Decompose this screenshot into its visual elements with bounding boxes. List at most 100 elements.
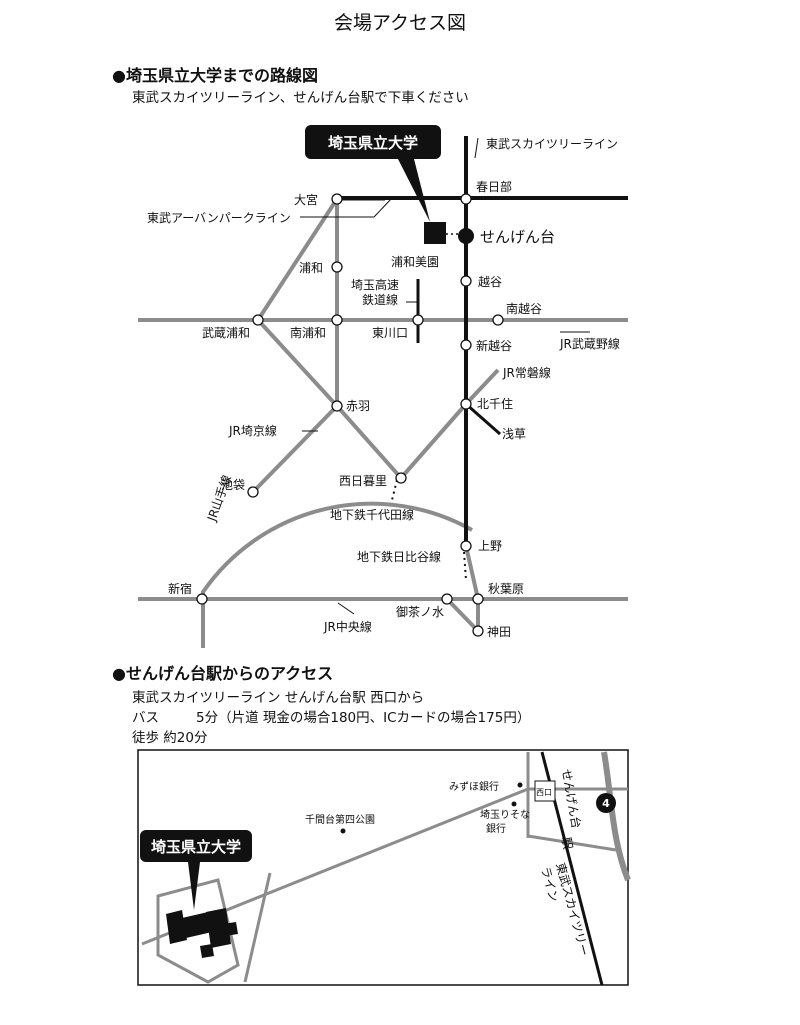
label-nishi-nippori: 西日暮里 [339,474,387,488]
mizuho-bank-marker [517,782,523,788]
campus-outline [156,878,240,984]
station-koshigaya [460,275,472,287]
mizuho-bank-label: みずほ銀行 [449,780,499,793]
page-title: 会場アクセス図 [333,12,467,34]
park-label: 千間台第四公園 [305,813,375,826]
station-road [527,834,617,852]
label-shin-koshigaya: 新越谷 [476,338,512,353]
route-section-heading: ●埼玉県立大学までの路線図 [112,66,318,85]
station-musashi-urawa [252,314,264,326]
saikyo-lower-line [251,404,339,494]
west-exit-label: 西口 [536,788,552,797]
local-university-pointer [188,862,200,910]
campus-road [243,872,272,983]
station-ochanomizu [441,593,453,605]
nishinippori-kitasenju [399,402,468,480]
resona-bank-label-1: 埼玉りそな [480,808,530,821]
musashi-urawa-akabane [256,318,339,408]
building-c [206,908,231,948]
building-a [166,910,187,944]
label-jr-saikyo: JR埼京線 [228,423,277,438]
building-b [182,912,212,938]
label-sengendai: せんげん台 [480,228,555,246]
access-walk: 徒歩 約20分 [132,730,208,746]
station-kanda [472,625,484,637]
label-akihabara: 秋葉原 [488,582,524,596]
label-minami-urawa: 南浦和 [290,325,326,340]
label-ueno: 上野 [478,539,502,553]
label-jr-musashino: JR武蔵野線 [559,336,620,351]
label-tobu-urban-park: 東武アーバンパークライン [147,211,291,225]
label-omiya: 大宮 [294,192,318,207]
station-minami-koshigaya [492,314,504,326]
label-akabane: 赤羽 [346,399,370,413]
university-badge-label: 埼玉県立大学 [328,134,418,152]
route4-number: 4 [602,797,610,810]
label-subway-chiyoda: 地下鉄千代田線 [330,507,414,522]
ochanomizu-kanda [445,597,480,633]
ueno-akihabara [464,545,480,600]
label-urawa: 浦和 [299,261,323,275]
skytree-leader [474,137,479,159]
label-saitama-rapid-2: 鉄道線 [362,292,398,307]
label-shinjuku: 新宿 [168,581,192,596]
urban-park-leader-d [373,197,393,218]
label-higashi-kawaguchi: 東川口 [372,326,408,340]
station-urawa [331,261,343,273]
label-jr-joban: JR常磐線 [502,365,551,380]
station-shin-koshigaya [460,339,472,351]
label-musashi-urawa: 武蔵浦和 [202,326,250,340]
label-minami-koshigaya: 南越谷 [506,301,542,316]
leader-lines [300,137,590,615]
station-shinjuku [196,593,208,605]
label-koshigaya: 越谷 [478,275,502,289]
local-university-badge [140,830,252,862]
access-section-heading: ●せんげん台駅からのアクセス [112,664,334,683]
label-kita-senju: 北千住 [477,397,513,411]
yamanote-line [201,501,473,648]
gray-rail-lines [138,197,628,648]
university-badge [305,125,441,159]
university-buildings [166,908,238,958]
label-asakusa: 浅草 [502,427,526,441]
joban-line [464,368,500,406]
route4-road [601,751,631,882]
saikyo-upper-line [256,197,339,322]
label-tobu-skytree: 東武スカイツリーライン [486,137,618,151]
sengendai-station-building [534,780,556,802]
building-d [223,922,238,936]
local-station-label-2: 駅 [559,836,575,850]
station-akabane [331,400,343,412]
access-bus-label: バス [132,710,159,726]
label-jr-chuo: JR中央線 [323,619,372,634]
label-kasukabe: 春日部 [476,179,512,194]
route-section-subtitle: 東武スカイツリーライン、せんげん台駅で下車ください [132,90,469,106]
station-markers [196,193,504,637]
label-kanda: 神田 [487,625,511,639]
label-ikebukuro: 池袋 [221,478,245,492]
station-kasukabe [460,193,472,205]
station-ueno [460,540,472,552]
resona-bank-label-2: 銀行 [486,822,506,835]
akabane-nishinippori [335,404,403,480]
station-akihabara [472,593,484,605]
resona-bank-marker [511,801,517,807]
chuo-leader [337,602,355,615]
station-sengendai [458,228,474,244]
station-higashi-kawaguchi [412,314,424,326]
park-marker [340,828,346,834]
access-line1: 東武スカイツリーライン せんげん台駅 西口から [132,690,425,706]
label-subway-hibiya: 地下鉄日比谷線 [357,549,441,564]
university-badge-pointer [398,159,430,222]
station-kita-senju [460,398,472,410]
label-ochanomizu: 御茶ノ水 [396,604,444,619]
access-bus-detail: 5分（片道 現金の場合180円、ICカードの場合175円） [196,710,531,726]
route4-shield-icon [596,793,616,813]
asakusa-branch [465,402,501,436]
station-ikebukuro [247,486,259,498]
local-university-label: 埼玉県立大学 [151,838,241,856]
station-minami-urawa [331,314,343,326]
label-saitama-rapid-1: 埼玉高速 [351,277,399,292]
